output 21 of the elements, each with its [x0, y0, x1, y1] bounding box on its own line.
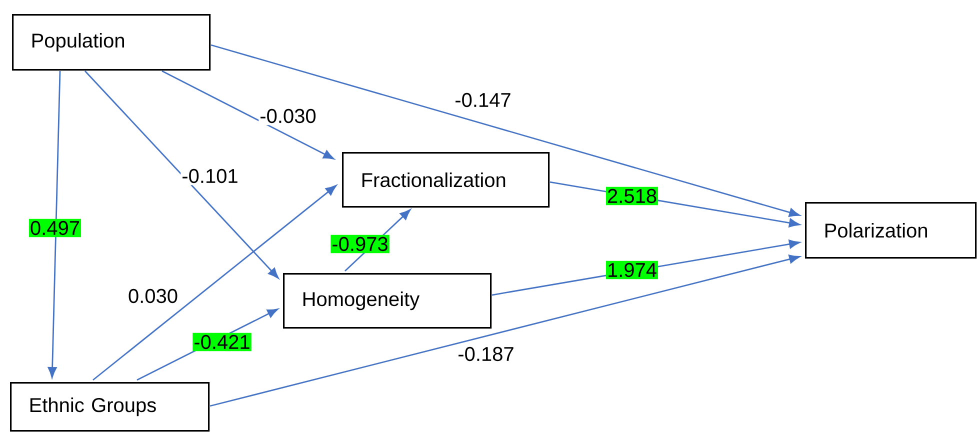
- variable-box: Population: [12, 14, 211, 71]
- arrow: [210, 44, 800, 217]
- variable-box: Homogeneity: [283, 273, 492, 329]
- edge-label: -0.973: [330, 234, 390, 254]
- edge-label: 0.030: [126, 286, 180, 306]
- variable-box: Fractionalization: [342, 152, 550, 208]
- edge-label: -0.187: [456, 344, 516, 364]
- variable-box: Ethnic Groups: [10, 382, 210, 432]
- edge-label: -0.147: [454, 90, 512, 110]
- edge-label: 2.518: [606, 186, 658, 206]
- arrow: [92, 185, 336, 381]
- arrow: [48, 70, 61, 378]
- arrow: [210, 254, 800, 407]
- arrow: [162, 70, 334, 160]
- edge-label: 1.974: [606, 260, 658, 280]
- variable-box: Polarization: [805, 202, 977, 259]
- edge-label: -0.421: [192, 332, 252, 352]
- edge-label: -0.030: [258, 106, 318, 126]
- edge-label: -0.101: [180, 166, 240, 186]
- arrow: [84, 70, 279, 279]
- edge-label: 0.497: [28, 218, 82, 238]
